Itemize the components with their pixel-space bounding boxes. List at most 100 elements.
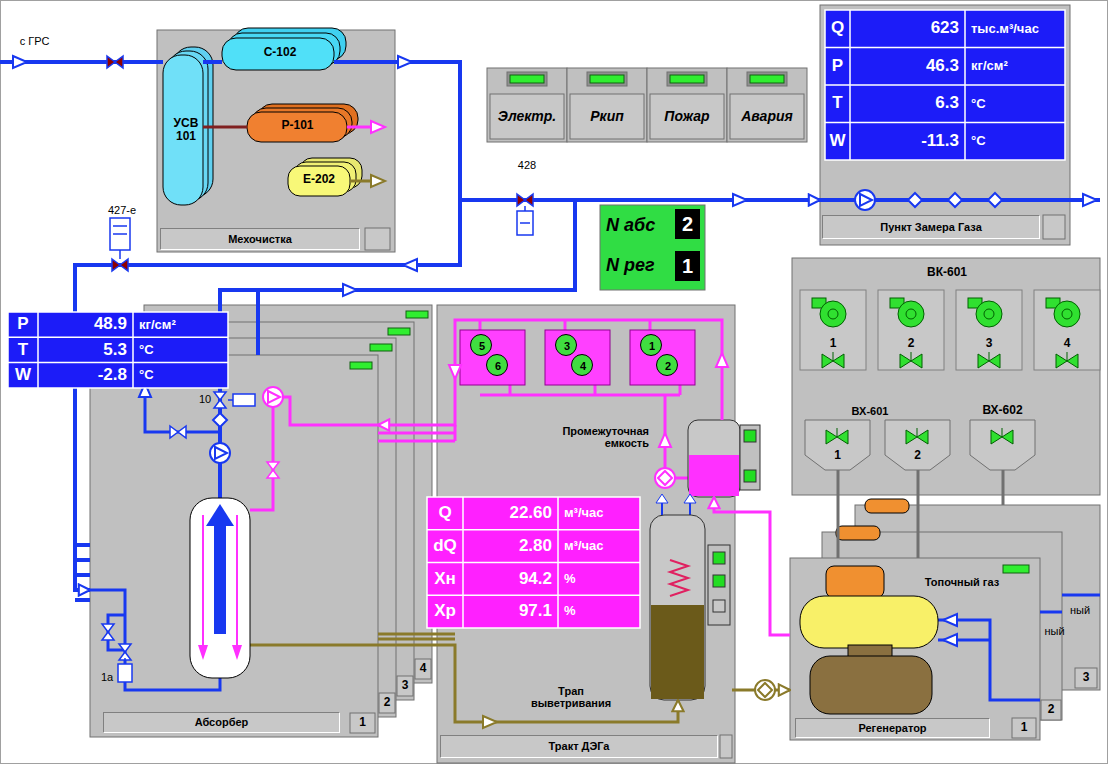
equipment-panel [365, 228, 390, 250]
equipment-panel: МехочисткаУСВ 101С-102Р-101Е-202 [157, 30, 395, 252]
label-cell: W [8, 363, 38, 388]
equipment-panel [490, 94, 564, 139]
label-cell: 94.2 [463, 563, 558, 596]
pipeline-connector [917, 470, 920, 558]
value-text: кг/см² [971, 59, 1008, 73]
flash-tank [684, 494, 696, 503]
absorber-column [198, 645, 208, 660]
valve-symbol [517, 194, 533, 206]
value-text: м³/час [564, 506, 604, 520]
value-text: 1а [101, 671, 113, 683]
label-cell: 22.60 [463, 497, 558, 530]
label-cell: -2.8 [38, 363, 133, 388]
equipment-label: 1 [834, 449, 841, 462]
equipment-panel [650, 94, 724, 139]
buffer-tank [688, 420, 760, 497]
data-table [825, 10, 1065, 160]
equipment-label: 5 [479, 340, 485, 352]
pipe-arrow [449, 365, 461, 379]
flow-meter [988, 193, 1002, 207]
panel-title-bar: Мехочистка [160, 228, 360, 250]
value-text: T [18, 341, 28, 360]
equipment-label: ВХ-602 [982, 404, 1022, 417]
value-text: ный [1044, 625, 1064, 637]
absorber-column [203, 515, 237, 650]
air-cooler [970, 420, 1035, 470]
vessel: С-102 [225, 38, 335, 68]
valve-symbol [214, 392, 226, 408]
value-text: 6.3 [935, 94, 959, 113]
equipment-panel: Тракт ДЭГа563412Промежуточная емкостьТра… [437, 305, 735, 763]
text-holder: Е-202 [290, 166, 348, 194]
status-cell: Авария [727, 68, 807, 142]
equipment-panel [820, 5, 1070, 245]
text-holder: Пожар [650, 94, 724, 139]
pipe-arrow [733, 194, 747, 206]
label-cell: °C [133, 337, 228, 362]
label-cell: T [825, 85, 850, 123]
equipment-label: 2 [682, 213, 693, 235]
equipment-label: N абс [606, 216, 655, 236]
label-cell: кг/см² [965, 48, 1065, 86]
flash-tank [656, 494, 668, 503]
equipment-panel [570, 94, 644, 139]
label-cell: 2 [379, 693, 395, 713]
value-text: 97.1 [519, 602, 552, 621]
absorber-column [190, 498, 250, 678]
value-text: P [17, 315, 28, 334]
data-table [8, 10, 1065, 628]
value-text: W [15, 366, 31, 385]
value-text: 623 [931, 19, 959, 38]
equipment-panel [1041, 700, 1061, 720]
label-cell: ный [1041, 624, 1068, 638]
text-holder: 1 [675, 251, 700, 281]
pump-unit [460, 330, 525, 385]
value-text: м³/час [564, 539, 604, 553]
label-cell: 10 [197, 393, 213, 406]
text-holder: 3 [956, 336, 1022, 352]
label-cell: P [8, 312, 38, 337]
equipment-label: Пожар [664, 109, 709, 124]
air-cooler [885, 420, 950, 470]
value-text: W [829, 132, 845, 151]
fan-unit [1034, 290, 1100, 370]
value-text: Топочный газ [925, 576, 999, 588]
pipe-arrow [13, 56, 27, 68]
separator-vessel [288, 166, 350, 196]
pipeline-connector [378, 645, 678, 722]
value-text: 428 [518, 159, 536, 171]
text-holder: 1 [800, 336, 866, 352]
pipe [0, 60, 395, 64]
status-lamp [370, 344, 392, 351]
regenerator-vessel [810, 656, 932, 714]
text-holder: ВХ-602 [965, 403, 1040, 418]
pipe [1002, 470, 1005, 505]
equipment-label: Ркип [590, 109, 624, 124]
value-text: 10 [199, 393, 211, 405]
equipment-label: 3 [986, 337, 993, 350]
pump-circle: 6 [486, 354, 508, 376]
buffer-tank [688, 420, 740, 497]
pipe-arrow [371, 175, 385, 187]
data-table [427, 497, 640, 628]
equipment-panel [507, 72, 547, 86]
value-text: кг/см² [139, 318, 176, 332]
label-cell: ный [1063, 603, 1097, 617]
label-cell: 4 [415, 659, 431, 679]
valve-actuator [228, 399, 233, 401]
label-cell: % [558, 563, 640, 596]
status-cell: Электр. [487, 68, 567, 142]
value-text: 1 [359, 716, 366, 729]
equipment-panel [415, 659, 431, 679]
label-cell: 2.80 [463, 530, 558, 563]
valve-actuator [124, 658, 126, 664]
air-cooler [805, 420, 1035, 470]
text-holder: Ркип [570, 94, 644, 139]
equipment-label: Регенератор [858, 722, 926, 734]
fan-box: 2 [878, 290, 944, 370]
text-holder: Электр. [490, 94, 564, 139]
label-cell: 427-е [102, 203, 142, 217]
